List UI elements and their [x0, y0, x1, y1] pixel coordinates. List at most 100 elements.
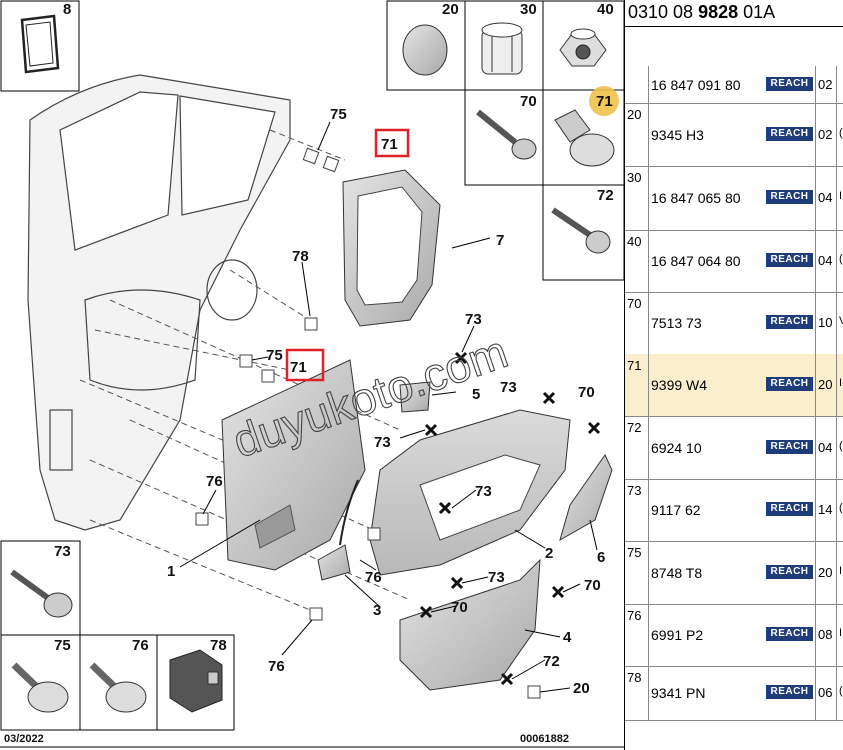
callout-6: 6 — [597, 549, 605, 566]
footer-code: 00061882 — [520, 733, 569, 745]
callout-2: 2 — [545, 545, 553, 562]
callout-30: 30 — [520, 1, 537, 18]
header-suffix: 01A — [738, 2, 776, 22]
reach-badge: REACH — [766, 377, 813, 391]
callout-70-c: 70 — [584, 577, 601, 594]
row-truncated-text: ( — [839, 502, 843, 514]
callout-20-b: 20 — [573, 680, 590, 697]
row-truncated-text: I — [839, 627, 843, 639]
callout-75-inset: 75 — [54, 637, 71, 654]
part-7-trim-frame — [342, 169, 441, 327]
callout-73-inset: 73 — [54, 543, 71, 560]
callout-76: 76 — [206, 473, 223, 490]
inset-part-8 — [0, 0, 80, 92]
callout-72-b: 72 — [543, 653, 560, 670]
row-ref: 76 — [625, 604, 649, 666]
callout-40: 40 — [597, 1, 614, 18]
leader-lines — [179, 121, 598, 693]
reach-badge: REACH — [766, 315, 813, 329]
row-quantity: 04 — [815, 230, 837, 292]
callout-76-inset: 76 — [132, 637, 149, 654]
row-truncated-text: ( — [839, 685, 843, 697]
header-bold: 9828 — [698, 2, 739, 22]
callout-70: 70 — [520, 93, 537, 110]
callout-73-d: 73 — [475, 483, 492, 500]
highlight-circle-71 — [589, 86, 619, 116]
row-quantity: 02 — [815, 103, 837, 166]
row-ref: 20 — [625, 103, 649, 166]
row-part-number: 9399 W4 — [651, 377, 708, 393]
reach-badge: REACH — [766, 190, 813, 204]
row-quantity: 04 — [815, 166, 837, 230]
callout-73-c: 73 — [374, 434, 391, 451]
callout-76-c: 76 — [268, 658, 285, 675]
callout-73: 73 — [465, 311, 482, 328]
row-quantity: 14 — [815, 479, 837, 541]
row-quantity: 10 — [815, 292, 837, 354]
row-part-number: 7513 73 — [651, 315, 702, 331]
row-part-number: 16 847 065 80 — [651, 190, 741, 206]
row-quantity: 08 — [815, 604, 837, 666]
highlight-box-71-mid — [285, 348, 325, 382]
highlight-box-71-top — [374, 128, 410, 158]
callout-73-e: 73 — [488, 569, 505, 586]
callout-71-inset: 71 — [596, 93, 613, 110]
part-2-armrest — [369, 409, 571, 576]
reach-badge: REACH — [766, 565, 813, 579]
row-part-number: 6924 10 — [651, 440, 702, 456]
callout-75: 75 — [330, 106, 347, 123]
reach-badge: REACH — [766, 502, 813, 516]
part-1-door-panel — [221, 359, 366, 571]
row-truncated-text: V — [839, 315, 843, 327]
exploded-parts-diagram: 8 20 30 40 70 71 72 — [0, 0, 624, 748]
row-part-number: 8748 T8 — [651, 565, 703, 581]
callout-73-b: 73 — [500, 379, 517, 396]
row-quantity: 20 — [815, 541, 837, 604]
row-ref: 78 — [625, 666, 649, 720]
callout-5: 5 — [472, 386, 480, 403]
row-quantity: 02 — [815, 66, 837, 103]
row-truncated-text: I — [839, 377, 843, 389]
row-truncated-text: ( — [839, 440, 843, 452]
callout-3: 3 — [373, 602, 381, 619]
row-part-number: 6991 P2 — [651, 627, 704, 643]
callout-78-inset: 78 — [210, 637, 227, 654]
door-shell — [27, 74, 291, 531]
part-5-bracket — [399, 381, 431, 413]
bottom-insets — [0, 540, 235, 731]
screw-markers — [419, 351, 601, 686]
fastener-insets — [386, 0, 624, 281]
row-truncated-text: ( — [839, 127, 843, 139]
row-part-number: 9345 H3 — [651, 127, 704, 143]
part-4-pocket — [399, 558, 541, 691]
row-quantity: 20 — [815, 354, 837, 416]
callout-1: 1 — [167, 563, 175, 580]
callout-72: 72 — [597, 187, 614, 204]
callout-78: 78 — [292, 248, 309, 265]
callout-8: 8 — [63, 1, 71, 18]
reach-badge: REACH — [766, 685, 813, 699]
row-ref: 72 — [625, 416, 649, 479]
callout-75-b: 75 — [266, 347, 283, 364]
row-part-number: 16 847 091 80 — [651, 77, 741, 93]
callout-70-b: 70 — [578, 384, 595, 401]
part-3-handle — [317, 544, 351, 581]
row-truncated-text: ( — [839, 253, 843, 265]
row-truncated-text: I — [839, 190, 843, 202]
row-ref: 73 — [625, 479, 649, 541]
row-ref: 40 — [625, 230, 649, 292]
row-ref: 71 — [625, 354, 649, 416]
row-quantity: 06 — [815, 666, 837, 720]
footer-date: 03/2022 — [4, 733, 44, 745]
